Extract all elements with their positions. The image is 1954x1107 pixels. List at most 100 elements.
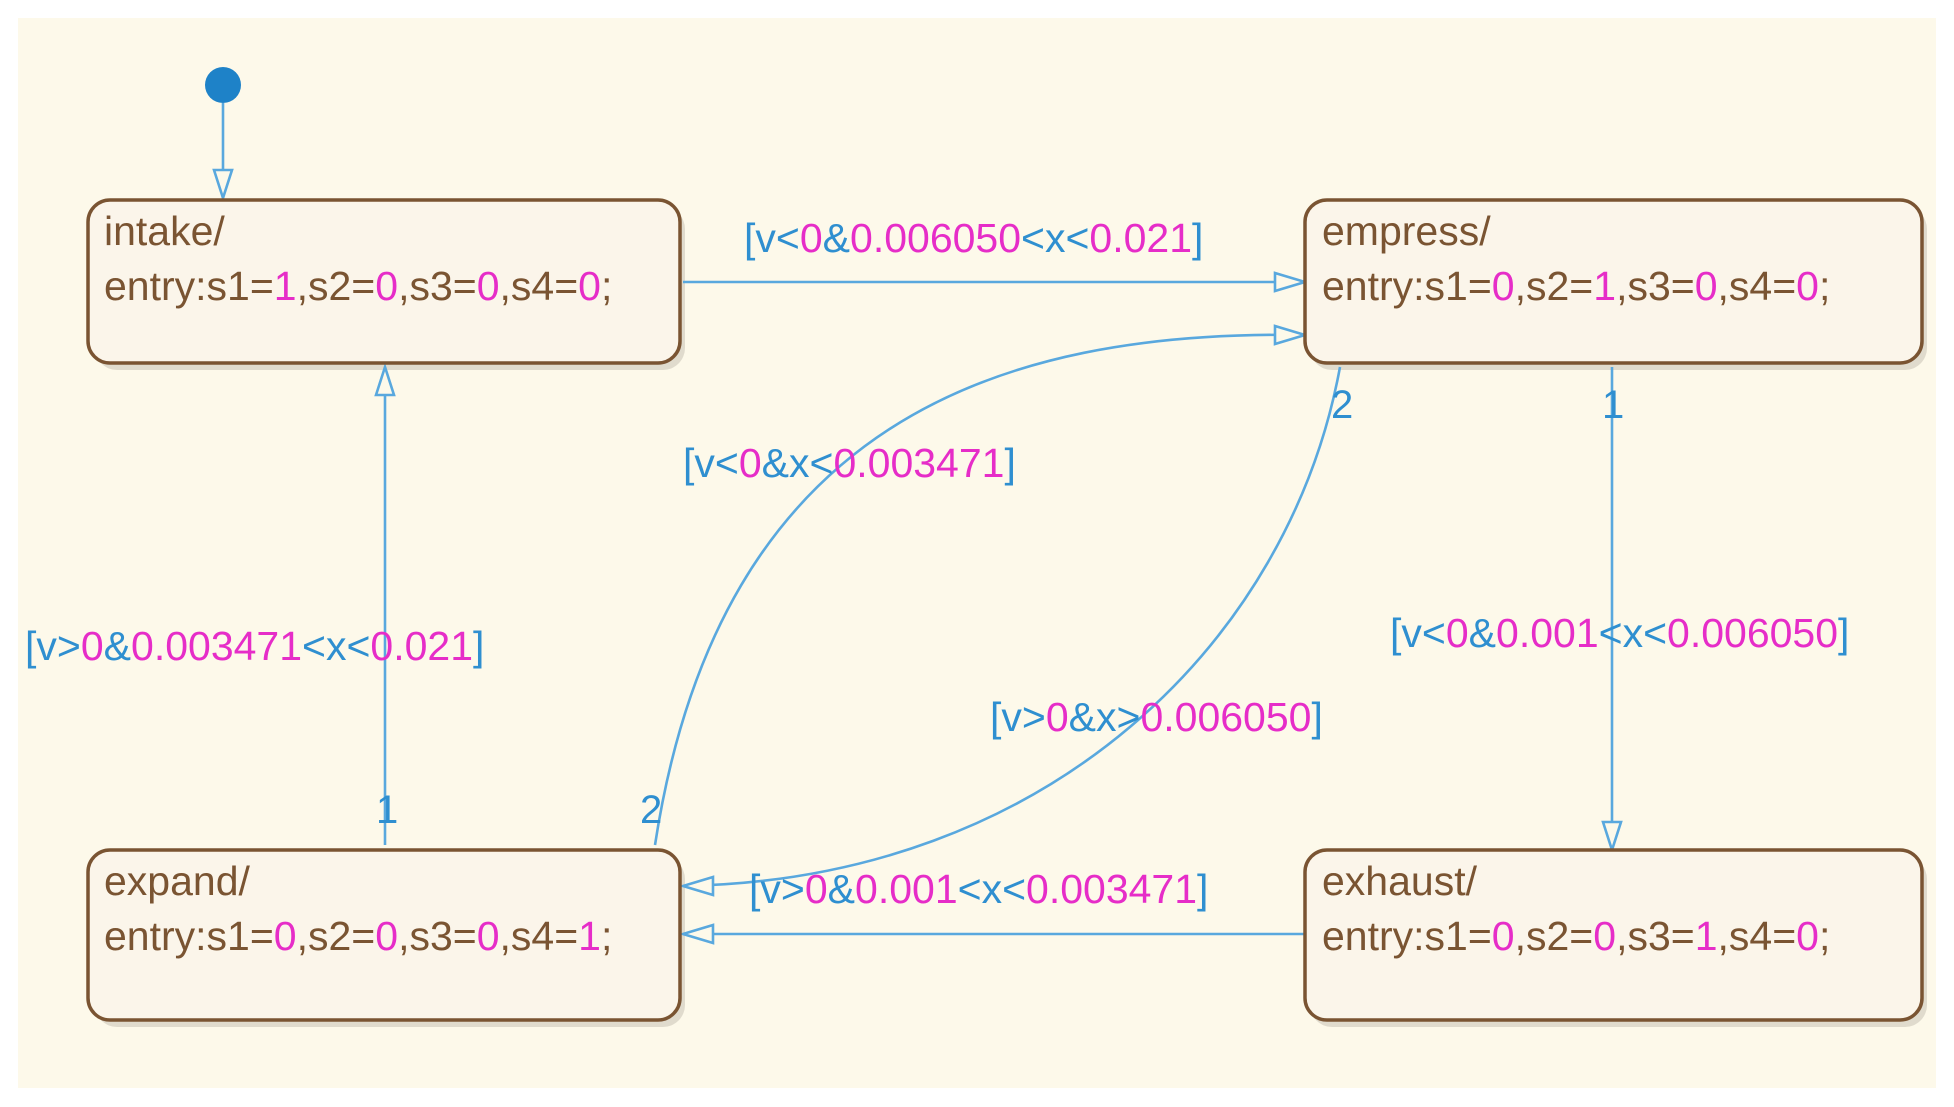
default-transition-dot[interactable] — [205, 67, 241, 103]
entry-value: 0 — [375, 913, 398, 959]
guard-text: <x< — [302, 623, 370, 669]
state-empress[interactable] — [1303, 198, 1924, 365]
guard-text: [v> — [749, 866, 805, 912]
label-empress-to-expand[interactable]: [v>0&x>0.006050] — [990, 694, 1323, 740]
entry-keyword: entry: — [1322, 913, 1425, 959]
label-intake-to-empress[interactable]: [v<0&0.006050<x<0.021] — [744, 215, 1203, 261]
expand-name: expand/ — [104, 858, 251, 904]
label-empress-to-exhaust[interactable]: [v<0&0.001<x<0.006050] — [1390, 610, 1849, 656]
guard-text: ] — [1197, 866, 1208, 912]
transition-empress-to-expand[interactable] — [682, 366, 1342, 888]
transition-empress-to-expand-arrowhead — [678, 875, 715, 897]
entry-assignment: s1= — [207, 263, 274, 309]
default-transition-arrowhead — [212, 168, 234, 203]
guard-number: 0 — [800, 215, 823, 261]
entry-assignment: s1= — [1425, 913, 1492, 959]
transition-exhaust-to-expand-arrowhead — [678, 923, 715, 945]
entry-value: 0 — [578, 263, 601, 309]
transition-expand-to-empress-arrowhead — [1273, 324, 1310, 346]
guard-text: [v> — [25, 623, 81, 669]
guard-text: ] — [1004, 440, 1015, 486]
guard-text: & — [104, 623, 131, 669]
order-expand-to-intake: 1 — [376, 788, 398, 832]
guard-number: 0.021 — [370, 623, 473, 669]
state-exhaust[interactable] — [1303, 848, 1924, 1022]
guard-text: [v< — [744, 215, 800, 261]
guard-text: & — [828, 866, 855, 912]
entry-assignment: ,s4= — [500, 263, 579, 309]
entry-assignment: s1= — [207, 913, 274, 959]
entry-terminator: ; — [1819, 913, 1830, 959]
entry-value: 0 — [477, 263, 500, 309]
guard-text: <x< — [1021, 215, 1089, 261]
guard-number: 0.001 — [855, 866, 958, 912]
entry-assignment: ,s4= — [1718, 263, 1797, 309]
entry-assignment: ,s2= — [1515, 913, 1594, 959]
guard-number: 0.021 — [1089, 215, 1192, 261]
exhaust-entry: entry:s1=0,s2=0,s3=1,s4=0; — [1322, 913, 1830, 959]
entry-value: 1 — [1593, 263, 1616, 309]
entry-value: 0 — [1593, 913, 1616, 959]
order-empress-to-expand: 2 — [1331, 383, 1353, 427]
entry-assignment: ,s4= — [1718, 913, 1797, 959]
label-expand-to-empress[interactable]: [v<0&x<0.003471] — [683, 440, 1016, 486]
guard-number: 0.003471 — [131, 623, 302, 669]
entry-assignment: ,s4= — [500, 913, 579, 959]
guard-number: 0.006050 — [1667, 610, 1838, 656]
guard-number: 0.001 — [1496, 610, 1599, 656]
exhaust-name: exhaust/ — [1322, 858, 1478, 904]
entry-assignment: ,s3= — [1616, 263, 1695, 309]
guard-text: &x< — [762, 440, 834, 486]
entry-keyword: entry: — [104, 263, 207, 309]
entry-assignment: ,s3= — [398, 913, 477, 959]
intake-entry: entry:s1=1,s2=0,s3=0,s4=0; — [104, 263, 612, 309]
guard-number: 0 — [1446, 610, 1469, 656]
empress-name: empress/ — [1322, 208, 1491, 254]
guard-number: 0.003471 — [833, 440, 1004, 486]
guard-text: [v> — [990, 694, 1046, 740]
guard-number: 0.003471 — [1026, 866, 1197, 912]
guard-number: 0.006050 — [1140, 694, 1311, 740]
guard-text: &x> — [1069, 694, 1141, 740]
entry-value: 0 — [477, 913, 500, 959]
entry-assignment: ,s3= — [1616, 913, 1695, 959]
entry-assignment: ,s2= — [297, 913, 376, 959]
transition-empress-to-exhaust-arrowhead — [1601, 820, 1623, 855]
order-empress-to-exhaust: 1 — [1602, 383, 1624, 427]
state-intake[interactable] — [86, 198, 682, 365]
guard-number: 0 — [1046, 694, 1069, 740]
expand-entry: entry:s1=0,s2=0,s3=0,s4=1; — [104, 913, 612, 959]
transition-expand-to-empress[interactable] — [653, 333, 1306, 846]
guard-text: <x< — [1599, 610, 1667, 656]
entry-assignment: ,s3= — [398, 263, 477, 309]
entry-value: 1 — [274, 263, 297, 309]
entry-value: 0 — [274, 913, 297, 959]
guard-text: <x< — [958, 866, 1026, 912]
entry-value: 0 — [1492, 263, 1515, 309]
label-exhaust-to-expand[interactable]: [v>0&0.001<x<0.003471] — [749, 866, 1208, 912]
entry-assignment: ,s2= — [297, 263, 376, 309]
transition-intake-to-empress-arrowhead — [1273, 271, 1310, 293]
guard-number: 0.006050 — [850, 215, 1021, 261]
guard-number: 0 — [739, 440, 762, 486]
guard-number: 0 — [805, 866, 828, 912]
guard-text: ] — [1311, 694, 1322, 740]
entry-terminator: ; — [601, 913, 612, 959]
guard-number: 0 — [81, 623, 104, 669]
entry-assignment: s1= — [1425, 263, 1492, 309]
entry-terminator: ; — [1819, 263, 1830, 309]
entry-value: 1 — [1695, 913, 1718, 959]
entry-value: 0 — [1796, 263, 1819, 309]
entry-keyword: entry: — [1322, 263, 1425, 309]
entry-value: 0 — [1796, 913, 1819, 959]
guard-text: ] — [1838, 610, 1849, 656]
guard-text: & — [1469, 610, 1496, 656]
entry-value: 0 — [1695, 263, 1718, 309]
state-expand[interactable] — [86, 848, 682, 1022]
label-expand-to-intake[interactable]: [v>0&0.003471<x<0.021] — [25, 623, 484, 669]
entry-assignment: ,s2= — [1515, 263, 1594, 309]
guard-text: ] — [473, 623, 484, 669]
guard-text: [v< — [683, 440, 739, 486]
guard-text: ] — [1192, 215, 1203, 261]
intake-name: intake/ — [104, 208, 225, 254]
